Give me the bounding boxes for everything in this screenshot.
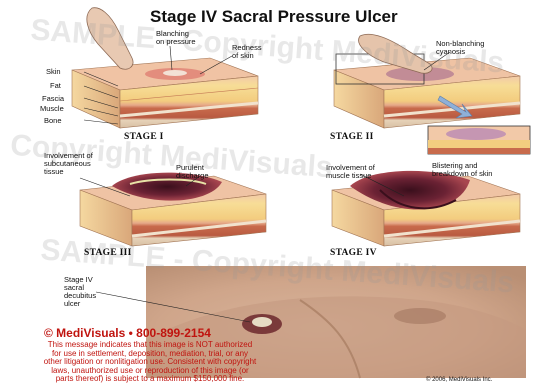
- callout-subcutaneous: Involvement of subcutaneous tissue: [44, 152, 93, 176]
- layer-label-fascia: Fascia: [42, 95, 64, 103]
- layer-label-muscle: Muscle: [40, 105, 64, 113]
- callout-blanching: Blanching on pressure: [156, 30, 196, 46]
- callout-non-blanching: Non-blanching cyanosis: [436, 40, 484, 56]
- callout-muscle-tissue: Involvement of muscle tissue: [326, 164, 375, 180]
- callout-redness: Redness of skin: [232, 44, 262, 60]
- callout-decubitus: Stage IV sacral decubitus ulcer: [64, 276, 96, 308]
- stage-3-label: STAGE III: [84, 248, 132, 258]
- stage-2-label: STAGE II: [330, 132, 374, 142]
- layer-label-fat: Fat: [50, 82, 61, 90]
- layer-label-bone: Bone: [44, 117, 62, 125]
- stage-4-label: STAGE IV: [330, 248, 377, 258]
- finger-illustration: [87, 8, 133, 70]
- layer-label-skin: Skin: [46, 68, 61, 76]
- stage-1-label: STAGE I: [124, 132, 164, 142]
- notice-text: This message indicates that this image i…: [0, 341, 300, 384]
- credit-text: © 2006, MediVisuals Inc.: [426, 376, 492, 384]
- blister-inset: [428, 126, 530, 154]
- notice-line: parts thereof) is subject to a maximum $…: [0, 375, 300, 384]
- notice-brand: © MediVisuals • 800-899-2154: [44, 326, 211, 340]
- page-title: Stage IV Sacral Pressure Ulcer: [150, 7, 398, 27]
- callout-blistering: Blistering and breakdown of skin: [432, 162, 492, 178]
- callout-purulent: Purulent discharge: [176, 164, 209, 180]
- stage-3-diagram: [80, 173, 266, 246]
- stage-1-diagram: [72, 58, 258, 128]
- stage-4-diagram: [332, 171, 520, 246]
